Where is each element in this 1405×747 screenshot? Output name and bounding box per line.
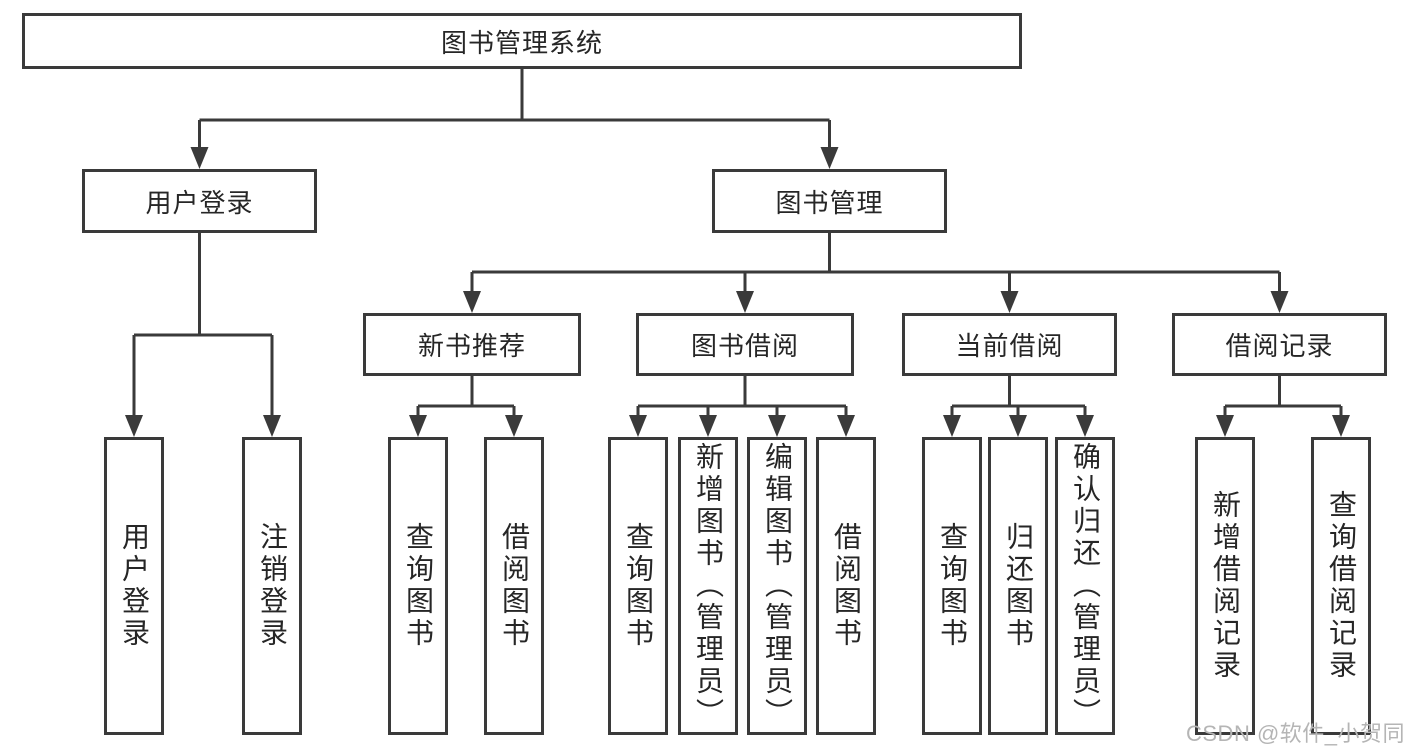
leaf-edit-book-admin: 编辑图书（管理员）	[747, 437, 807, 735]
leaf-query-book-1: 查询图书	[388, 437, 448, 735]
connector-book-management	[463, 233, 1289, 313]
leaf-label: 借阅图书	[499, 522, 530, 650]
leaf-label: 查询借阅记录	[1326, 490, 1357, 682]
connector-new-book-recommend	[409, 376, 523, 437]
leaf-query-book-3: 查询图书	[922, 437, 982, 735]
connector-user-login	[125, 233, 281, 437]
node-book-borrow: 图书借阅	[636, 313, 854, 376]
leaf-label: 新增图书（管理员）	[693, 442, 724, 730]
leaf-label: 用户登录	[119, 522, 150, 650]
leaf-label: 查询图书	[937, 522, 968, 650]
leaf-user-login: 用户登录	[104, 437, 164, 735]
watermark: CSDN @软件_小贺同学	[1186, 721, 1405, 746]
leaf-label: 确认归还（管理员）	[1070, 442, 1101, 730]
leaf-label: 新增借阅记录	[1210, 490, 1241, 682]
leaf-label: 归还图书	[1003, 522, 1034, 650]
leaf-label: 借阅图书	[831, 522, 862, 650]
connector-book-borrow	[629, 376, 855, 437]
leaf-add-book-admin: 新增图书（管理员）	[678, 437, 738, 735]
leaf-label: 查询图书	[403, 522, 434, 650]
leaf-logout: 注销登录	[242, 437, 302, 735]
leaf-add-borrow-record: 新增借阅记录	[1195, 437, 1255, 735]
leaf-query-borrow-record: 查询借阅记录	[1311, 437, 1371, 735]
leaf-confirm-return-admin: 确认归还（管理员）	[1055, 437, 1115, 735]
node-user-login: 用户登录	[82, 169, 317, 233]
connector-borrow-records	[1216, 376, 1350, 437]
node-new-book-recommend: 新书推荐	[363, 313, 581, 376]
leaf-borrow-book-1: 借阅图书	[484, 437, 544, 735]
leaf-query-book-2: 查询图书	[608, 437, 668, 735]
connector-current-borrow	[943, 376, 1094, 437]
leaf-borrow-book-2: 借阅图书	[816, 437, 876, 735]
leaf-label: 编辑图书（管理员）	[762, 442, 793, 730]
leaf-label: 注销登录	[257, 522, 288, 650]
leaf-label: 查询图书	[623, 522, 654, 650]
node-root: 图书管理系统	[22, 13, 1022, 69]
node-current-borrow: 当前借阅	[902, 313, 1117, 376]
node-book-management: 图书管理	[712, 169, 947, 233]
leaf-return-book: 归还图书	[988, 437, 1048, 735]
connector-root	[190, 69, 839, 169]
node-borrow-records: 借阅记录	[1172, 313, 1387, 376]
